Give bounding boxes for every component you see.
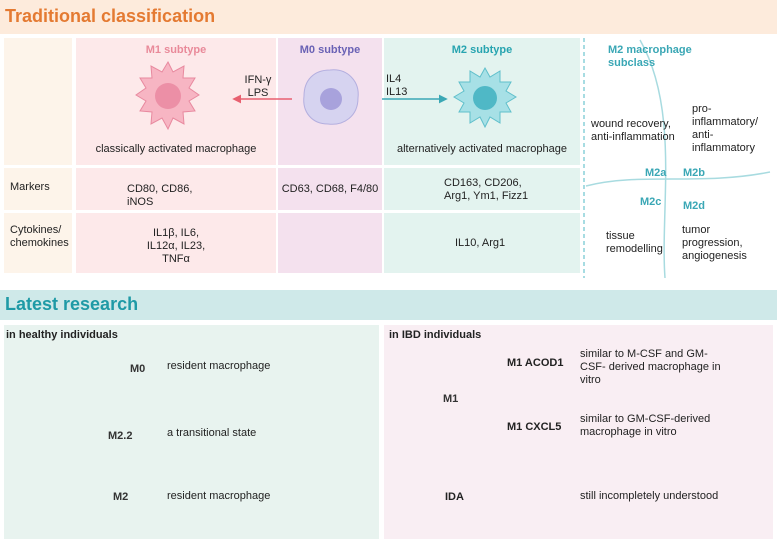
m2-cytokines: IL10, Arg1 (455, 237, 506, 249)
m1-subtype-title: M1 subtype (145, 44, 207, 56)
ibd-cxcl5-description: similar to GM-CSF-derived macrophage in … (580, 413, 711, 438)
ibd-title: in IBD individuals (389, 329, 482, 341)
m1-macrophage-icon (135, 60, 200, 131)
m2c-label: M2c (640, 196, 662, 208)
healthy-title: in healthy individuals (6, 329, 118, 341)
m2a-label: M2a (645, 167, 667, 179)
ibd-ida-label: IDA (445, 491, 464, 503)
m2-subtype-title: M2 subtype (451, 44, 513, 56)
traditional-title: Traditional classification (5, 6, 216, 26)
subclass-m2c-function: tissue remodelling (606, 230, 663, 255)
m1-cytokines: IL1β, IL6, IL12α, IL23, TNFα (146, 227, 206, 265)
m2-stimuli: IL4 IL13 (386, 73, 408, 98)
latest-research-title: Latest research (5, 294, 139, 314)
subclass-m2b-function: pro- inflammatory/ anti- inflammatory (692, 103, 759, 154)
subclass-m2a-function: wound recovery, anti-inflammation (591, 118, 675, 143)
healthy-m0-label: M0 (130, 363, 146, 375)
cytokines-label: Cytokines/ chemokines (10, 224, 69, 249)
subclass-curve-vertical (639, 39, 667, 279)
markers-label: Markers (10, 181, 50, 193)
subclass-m2d-function: tumor progression, angiogenesis (682, 224, 747, 262)
healthy-m22-description: a transitional state (167, 427, 257, 439)
ibd-acod1-description: similar to M-CSF and GM- CSF- derived ma… (580, 348, 721, 386)
healthy-m22-label: M2.2 (108, 430, 133, 442)
m2-markers: CD163, CD206, Arg1, Ym1, Fizz1 (444, 177, 529, 202)
row-separator (4, 165, 580, 168)
latest-research-banner: Latest research (0, 290, 777, 320)
healthy-m2-description: resident macrophage (167, 490, 271, 502)
healthy-m0-description: resident macrophage (167, 360, 271, 372)
healthy-panel (4, 325, 379, 539)
ibd-ida-description: still incompletely understood (580, 490, 719, 502)
m2b-label: M2b (683, 167, 705, 179)
m2-macrophage-icon (453, 66, 517, 129)
ibd-m1-label: M1 (443, 393, 459, 405)
ibd-cxcl5-label: M1 CXCL5 (507, 421, 562, 433)
subclass-title: M2 macrophage subclass (608, 44, 692, 69)
m1-stimuli: IFN-γ LPS (244, 74, 272, 99)
m1-markers: CD80, CD86, iNOS (127, 183, 193, 208)
row-separator (4, 210, 580, 213)
row-label-column (4, 38, 72, 273)
ibd-panel (384, 325, 773, 539)
m2-description: alternatively activated macrophage (397, 143, 567, 155)
m2d-label: M2d (683, 200, 705, 212)
healthy-m2-label: M2 (113, 491, 129, 503)
ibd-acod1-label: M1 ACOD1 (507, 357, 564, 369)
m0-subtype-title: M0 subtype (299, 44, 361, 56)
subclass-curve-horizontal (585, 171, 771, 187)
m0-markers: CD63, CD68, F4/80 (281, 183, 379, 195)
m0-macrophage-icon (303, 69, 359, 125)
m1-description: classically activated macrophage (95, 143, 257, 155)
traditional-banner: Traditional classification (0, 0, 777, 34)
